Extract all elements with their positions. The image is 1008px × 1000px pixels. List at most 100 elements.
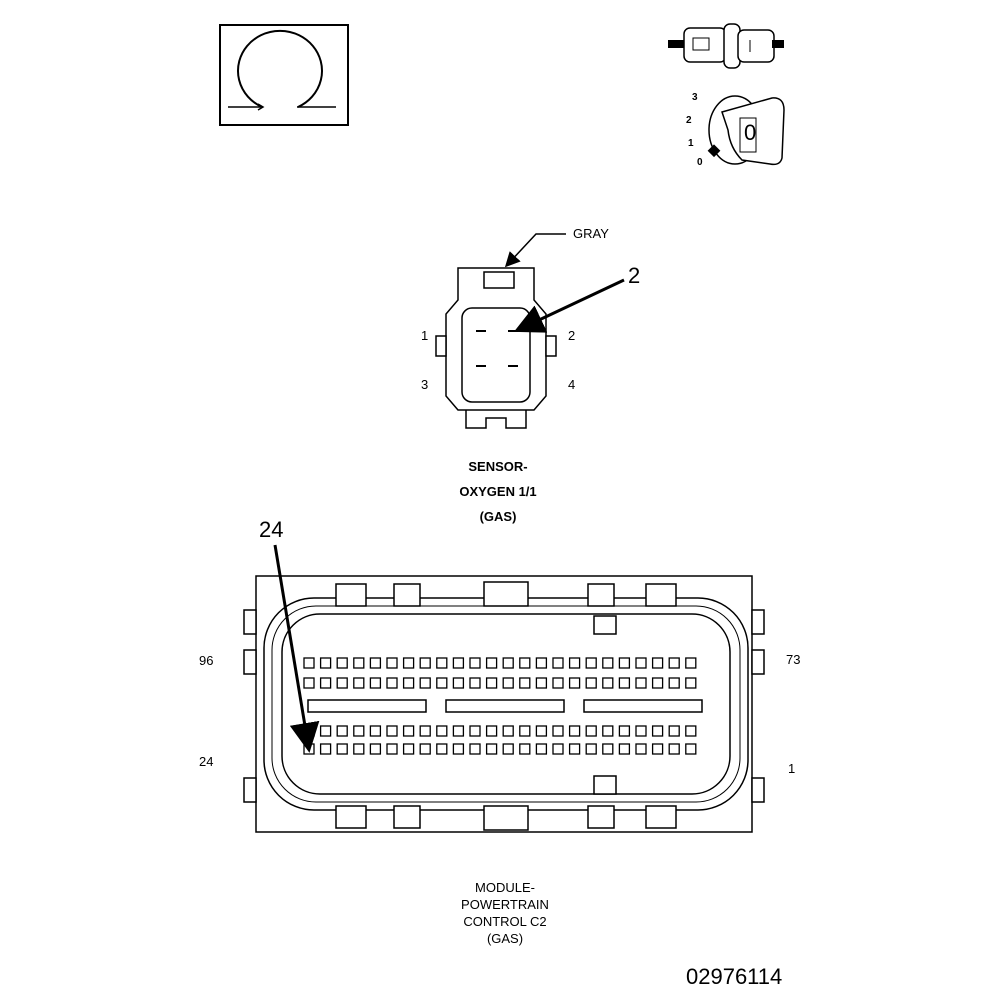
- pcm-pin-cavity: [452, 677, 465, 689]
- pcm-pin-cavity: [336, 677, 348, 689]
- pcm-pin-cavity: [618, 725, 631, 737]
- pcm-pin-cavity: [602, 657, 614, 669]
- pcm-caption-line-3: CONTROL C2: [463, 914, 547, 929]
- pcm-pin-cavity: [386, 657, 398, 669]
- pcm-pin-cavity: [336, 725, 348, 737]
- callout-2-arrow: [513, 278, 625, 333]
- pcm-pin-cavity: [552, 725, 564, 737]
- sensor-caption: SENSOR- OXYGEN 1/1 (GAS): [420, 454, 576, 529]
- pcm-pin-cavity: [353, 743, 365, 755]
- pcm-caption-line-1: MODULE-: [475, 880, 535, 895]
- pcm-connector: [243, 575, 765, 833]
- pcm-pin-cavity: [618, 677, 631, 689]
- pcm-pin-cavity: [469, 743, 481, 755]
- pcm-pin-cavity: [651, 677, 664, 689]
- ignition-position-1: 1: [688, 138, 694, 149]
- pcm-pin-cavity: [303, 743, 315, 755]
- pcm-pin-cavity: [502, 657, 514, 669]
- pcm-pin-grid: [303, 657, 697, 755]
- pcm-caption-line-2: POWERTRAIN: [461, 897, 549, 912]
- pcm-pin-cavity: [452, 725, 465, 737]
- pcm-pin-cavity: [519, 743, 531, 755]
- pcm-pin-cavity: [485, 677, 498, 689]
- pcm-pin-cavity: [336, 657, 348, 669]
- pcm-pin-cavity: [436, 657, 448, 669]
- pcm-pin-cavity: [535, 743, 548, 755]
- pcm-pin-cavity: [552, 657, 564, 669]
- pcm-pin-cavity: [585, 677, 597, 689]
- pcm-pin-cavity: [502, 725, 514, 737]
- pcm-pin-cavity: [535, 725, 548, 737]
- sensor-pin-4-label: 4: [568, 377, 576, 392]
- pcm-pin-cavity: [568, 657, 581, 669]
- pcm-pin-cavity: [668, 725, 680, 737]
- pcm-caption-line-4: (GAS): [486, 931, 524, 946]
- ignition-key-icon: [707, 95, 785, 166]
- pcm-pin-cavity: [436, 677, 448, 689]
- pcm-pin-cavity: [402, 677, 415, 689]
- sensor-callout-number: 2: [628, 263, 641, 288]
- pcm-pin-cavity: [552, 743, 564, 755]
- sensor-pin-1-label: 1: [421, 328, 429, 343]
- pcm-pin-cavity: [303, 677, 315, 689]
- pcm-pin-cavity: [552, 677, 564, 689]
- sensor-caption-line-3: (GAS): [479, 509, 517, 524]
- pcm-pin-cavity: [386, 677, 398, 689]
- pcm-pin-cavity: [668, 743, 680, 755]
- sensor-pin-2-label: 2: [568, 328, 576, 343]
- pcm-pin-cavity: [319, 725, 332, 737]
- pcm-pin-cavity: [635, 743, 647, 755]
- pcm-pin-cavity: [568, 677, 581, 689]
- pcm-pin-cavity: [436, 743, 448, 755]
- pcm-pin-73-label: 73: [786, 652, 801, 667]
- pcm-pin-cavity: [469, 677, 481, 689]
- figure-id: 02976114: [686, 964, 783, 989]
- pcm-pin-cavity: [353, 725, 365, 737]
- pcm-pin-cavity: [436, 725, 448, 737]
- pcm-pin-cavity: [685, 677, 697, 689]
- pcm-pin-cavity: [685, 743, 697, 755]
- pcm-pin-cavity: [402, 725, 415, 737]
- pcm-pin-24-label: 24: [199, 754, 214, 769]
- pcm-pin-cavity: [651, 743, 664, 755]
- pcm-pin-cavity: [651, 657, 664, 669]
- pcm-pin-cavity: [353, 677, 365, 689]
- pcm-pin-cavity: [452, 657, 465, 669]
- pcm-pin-cavity: [585, 657, 597, 669]
- pcm-pin-cavity: [402, 743, 415, 755]
- pcm-pin-cavity: [519, 725, 531, 737]
- pcm-pin-cavity: [519, 677, 531, 689]
- pcm-pin-cavity: [386, 725, 398, 737]
- pcm-pin-cavity: [336, 743, 348, 755]
- pcm-pin-cavity: [585, 743, 597, 755]
- ignition-position-3: 3: [692, 92, 698, 103]
- pcm-pin-cavity: [303, 657, 315, 669]
- pcm-pin-cavity: [502, 743, 514, 755]
- connector-color-label: GRAY: [573, 226, 609, 241]
- pcm-pin-cavity: [635, 677, 647, 689]
- pcm-pin-cavity: [402, 657, 415, 669]
- pcm-caption: MODULE- POWERTRAIN CONTROL C2 (GAS): [430, 879, 580, 947]
- pcm-pin-cavity: [635, 657, 647, 669]
- pcm-pin-cavity: [369, 743, 382, 755]
- pcm-pin-1-label: 1: [788, 761, 796, 776]
- pcm-pin-cavity: [668, 657, 680, 669]
- pcm-pin-cavity: [369, 677, 382, 689]
- pcm-pin-cavity: [419, 725, 431, 737]
- pcm-pin-cavity: [568, 743, 581, 755]
- callout-24-arrow: [273, 544, 320, 753]
- pcm-pin-cavity: [353, 657, 365, 669]
- pcm-pin-cavity: [651, 725, 664, 737]
- pcm-pin-cavity: [386, 743, 398, 755]
- pcm-pin-cavity: [452, 743, 465, 755]
- pcm-pin-cavity: [602, 677, 614, 689]
- pcm-pin-cavity: [535, 657, 548, 669]
- pcm-pin-cavity: [485, 743, 498, 755]
- pcm-pin-cavity: [602, 725, 614, 737]
- pcm-pin-cavity: [602, 743, 614, 755]
- pcm-pin-cavity: [668, 677, 680, 689]
- oxygen-sensor-connector: [435, 267, 557, 429]
- pcm-pin-cavity: [369, 725, 382, 737]
- pcm-pin-cavity: [485, 657, 498, 669]
- pcm-pin-cavity: [519, 657, 531, 669]
